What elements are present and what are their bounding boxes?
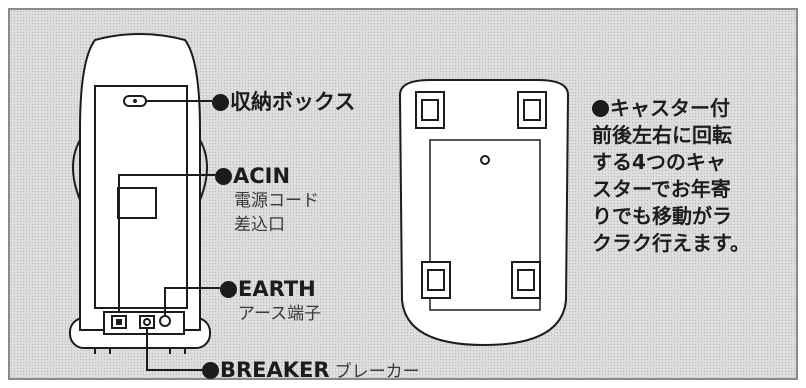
- caster-front-right: [517, 91, 547, 129]
- bottom-view: [398, 79, 570, 347]
- bullet-icon: [220, 281, 237, 298]
- bottom-plate: [429, 139, 541, 311]
- back-view: [69, 33, 211, 354]
- bullet-icon: [212, 94, 229, 111]
- storage-box-label: 収納ボックス: [212, 92, 355, 113]
- bullet-icon: [202, 362, 219, 379]
- center-screw: [480, 155, 490, 165]
- caster-note-line: りでも移動がラ: [592, 204, 732, 228]
- breaker-label: BREAKER ブレーカー: [202, 360, 420, 381]
- caster-rear-right: [511, 261, 541, 299]
- bullet-icon: [215, 168, 232, 185]
- acin-label: ACIN: [215, 166, 290, 187]
- caster-rear-left: [421, 261, 451, 299]
- caster-note-line: スターでお年寄: [592, 177, 731, 201]
- earth-label: EARTH: [220, 279, 316, 300]
- left-arm-curve: [72, 139, 81, 201]
- caster-note: キャスター付 前後左右に回転 する4つのキャ スターでお年寄 りでも移動がラ ク…: [592, 95, 750, 257]
- breaker-switch: [139, 315, 155, 329]
- right-arm-curve: [199, 139, 208, 201]
- caster-front-left: [415, 91, 445, 129]
- caster-note-line: クラク行えます。: [592, 231, 750, 255]
- earth-terminal: [159, 315, 171, 327]
- back-panel: [94, 85, 188, 309]
- acin-desc-line1: 電源コード: [234, 191, 319, 211]
- caster-note-line: 前後左右に回転: [592, 123, 732, 147]
- leader-lines: [118, 100, 220, 371]
- acin-desc-line2: 差込口: [234, 215, 285, 235]
- earth-desc: アース端子: [238, 304, 322, 324]
- bullet-icon: [592, 100, 609, 117]
- caster-note-line: する4つのキャ: [592, 150, 726, 174]
- caster-note-title: キャスター付: [592, 95, 750, 122]
